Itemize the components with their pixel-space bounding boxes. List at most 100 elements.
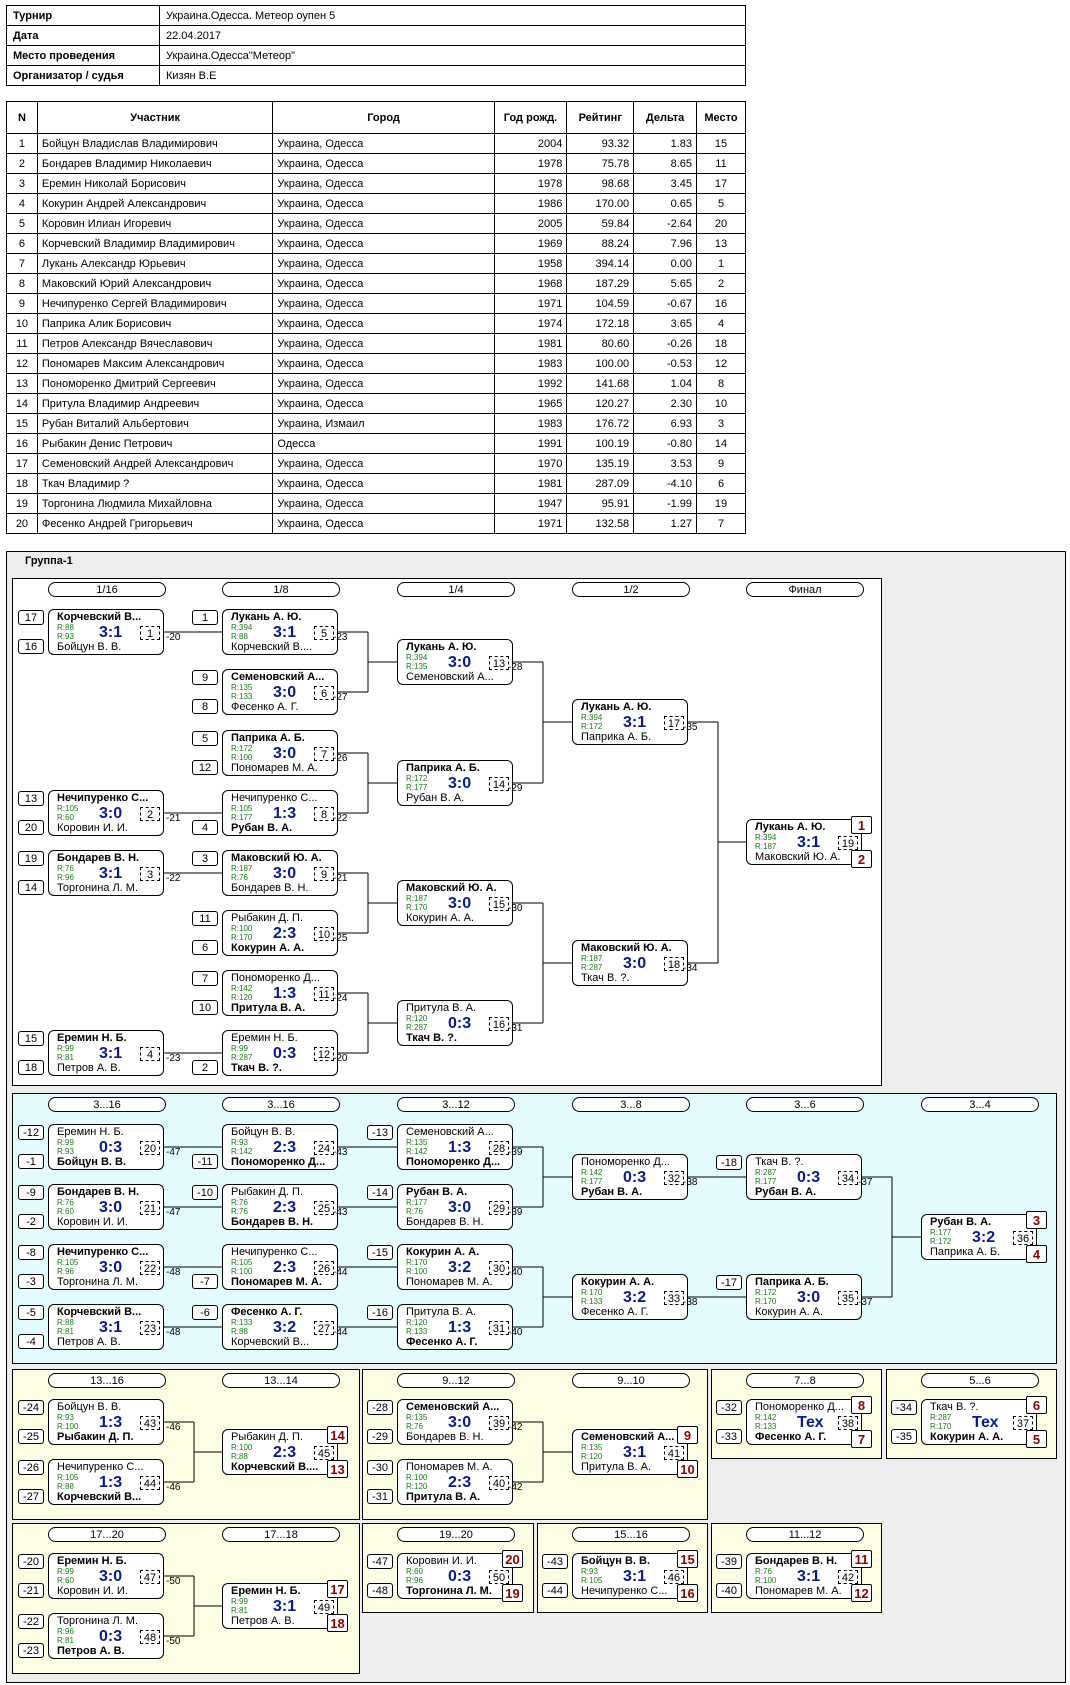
participant-cell: 176.72 — [566, 413, 635, 434]
participant-cell: 3 — [6, 173, 38, 194]
player-bottom-rating: R:100 — [231, 1267, 253, 1276]
match-score: 0:3 — [448, 1568, 472, 1585]
participant-cell: 1958 — [493, 253, 568, 274]
player-bottom-name: Коровин И. И. — [57, 822, 128, 834]
match-score: 3:0 — [448, 775, 472, 792]
participant-cell: 1968 — [493, 273, 568, 294]
player-top-rating: R:76 — [57, 864, 74, 873]
participant-cell: 1.83 — [633, 133, 698, 154]
participant-cell: 2004 — [493, 133, 568, 154]
info-key: Организатор / судья — [6, 65, 160, 86]
match-number: 10 — [314, 927, 334, 941]
seed-label: -14 — [367, 1185, 393, 1200]
match-number: 43 — [140, 1416, 160, 1430]
participant-cell: 10 — [696, 393, 746, 414]
player-top-name: Торгонина Л. М. — [57, 1615, 139, 1627]
player-top-rating: R:142 — [581, 1168, 603, 1177]
place-badge: 16 — [677, 1584, 698, 1602]
seed-label: -31 — [367, 1489, 393, 1504]
player-bottom-name: Притула В. А. — [231, 1002, 306, 1014]
loser-reference: -37 — [858, 1297, 873, 1308]
player-top-rating: R:177 — [406, 1198, 428, 1207]
consolation-3-16-panel — [12, 1093, 1057, 1364]
loser-reference: -29 — [508, 783, 523, 794]
match-number: 28 — [489, 1141, 509, 1155]
loser-reference: -47 — [166, 1207, 181, 1218]
round-label: 7...8 — [746, 1373, 864, 1388]
match-number: 17 — [664, 716, 684, 730]
info-value: Кизян В.Е — [159, 65, 746, 86]
match-number: 21 — [140, 1201, 160, 1215]
round-label: 3...8 — [572, 1097, 690, 1112]
participant-cell: 2005 — [493, 213, 568, 234]
player-top-rating: R:105 — [57, 1258, 79, 1267]
match-score: 1:3 — [99, 1474, 123, 1491]
match-number: 18 — [664, 957, 684, 971]
participant-cell: -0.26 — [633, 333, 698, 354]
player-top-name: Еремин Н. Б. — [57, 1032, 127, 1044]
player-bottom-rating: R:177 — [581, 1177, 603, 1186]
loser-reference: -35 — [683, 722, 698, 733]
match-number: 41 — [664, 1446, 684, 1460]
round-label: 1/2 — [572, 582, 690, 597]
match-score: 3:0 — [273, 684, 297, 701]
round-label: 11...12 — [746, 1527, 864, 1542]
info-key: Турнир — [6, 5, 160, 26]
participant-cell: 12 — [6, 353, 38, 374]
seed-label: -11 — [192, 1154, 218, 1169]
round-label: 1/4 — [397, 582, 515, 597]
player-bottom-name: Бондарев В. Н. — [231, 1216, 314, 1228]
player-top-rating: R:172 — [231, 744, 253, 753]
participant-cell: 132.58 — [566, 513, 635, 534]
participant-cell: 80.60 — [566, 333, 635, 354]
participant-cell: 7 — [6, 253, 38, 274]
player-top-name: Лукань А. Ю. — [581, 701, 652, 713]
player-top-name: Бойцун В. В. — [581, 1555, 651, 1567]
round-label: 3...4 — [921, 1097, 1039, 1112]
seed-label: 3 — [192, 851, 218, 866]
participant-cell: Пономоренко Дмитрий Сергеевич — [36, 373, 274, 394]
participant-cell: 20 — [6, 513, 38, 534]
place-badge: 15 — [677, 1550, 698, 1568]
player-top-name: Нечипуренко С... — [57, 1461, 144, 1473]
match-number: 23 — [140, 1321, 160, 1335]
player-top-name: Фесенко А. Г. — [231, 1306, 303, 1318]
seed-label: -48 — [367, 1583, 393, 1598]
player-bottom-rating: R:120 — [231, 993, 253, 1002]
match-score: 3:0 — [448, 1199, 472, 1216]
participant-cell: 187.29 — [566, 273, 635, 294]
participant-cell: 141.68 — [566, 373, 635, 394]
player-top-rating: R:187 — [406, 894, 428, 903]
match-number: 16 — [489, 1017, 509, 1031]
seed-label: 17 — [18, 610, 44, 625]
player-bottom-rating: R:133 — [581, 1297, 603, 1306]
participant-cell: 1969 — [493, 233, 568, 254]
participant-cell: 88.24 — [566, 233, 635, 254]
match-score: 1:3 — [448, 1139, 472, 1156]
participant-cell: 0.65 — [633, 193, 698, 214]
participant-cell: 1974 — [493, 313, 568, 334]
participant-cell: Украина, Одесса — [272, 313, 495, 334]
player-bottom-rating: R:133 — [406, 1327, 428, 1336]
place-badge: 17 — [327, 1580, 348, 1598]
loser-reference: -39 — [508, 1207, 523, 1218]
loser-reference: -27 — [333, 692, 348, 703]
player-top-rating: R:99 — [231, 1597, 248, 1606]
info-key: Место проведения — [6, 45, 160, 66]
player-top-rating: R:96 — [57, 1627, 74, 1636]
match-score: 3:1 — [99, 1319, 123, 1336]
player-bottom-name: Бондарев В. Н. — [406, 1216, 484, 1228]
player-bottom-name: Рубан В. А. — [406, 792, 465, 804]
seed-label: -3 — [18, 1274, 44, 1289]
player-top-name: Лукань А. Ю. — [231, 611, 302, 623]
match-score: 1:3 — [99, 1414, 123, 1431]
participant-cell: 1965 — [493, 393, 568, 414]
